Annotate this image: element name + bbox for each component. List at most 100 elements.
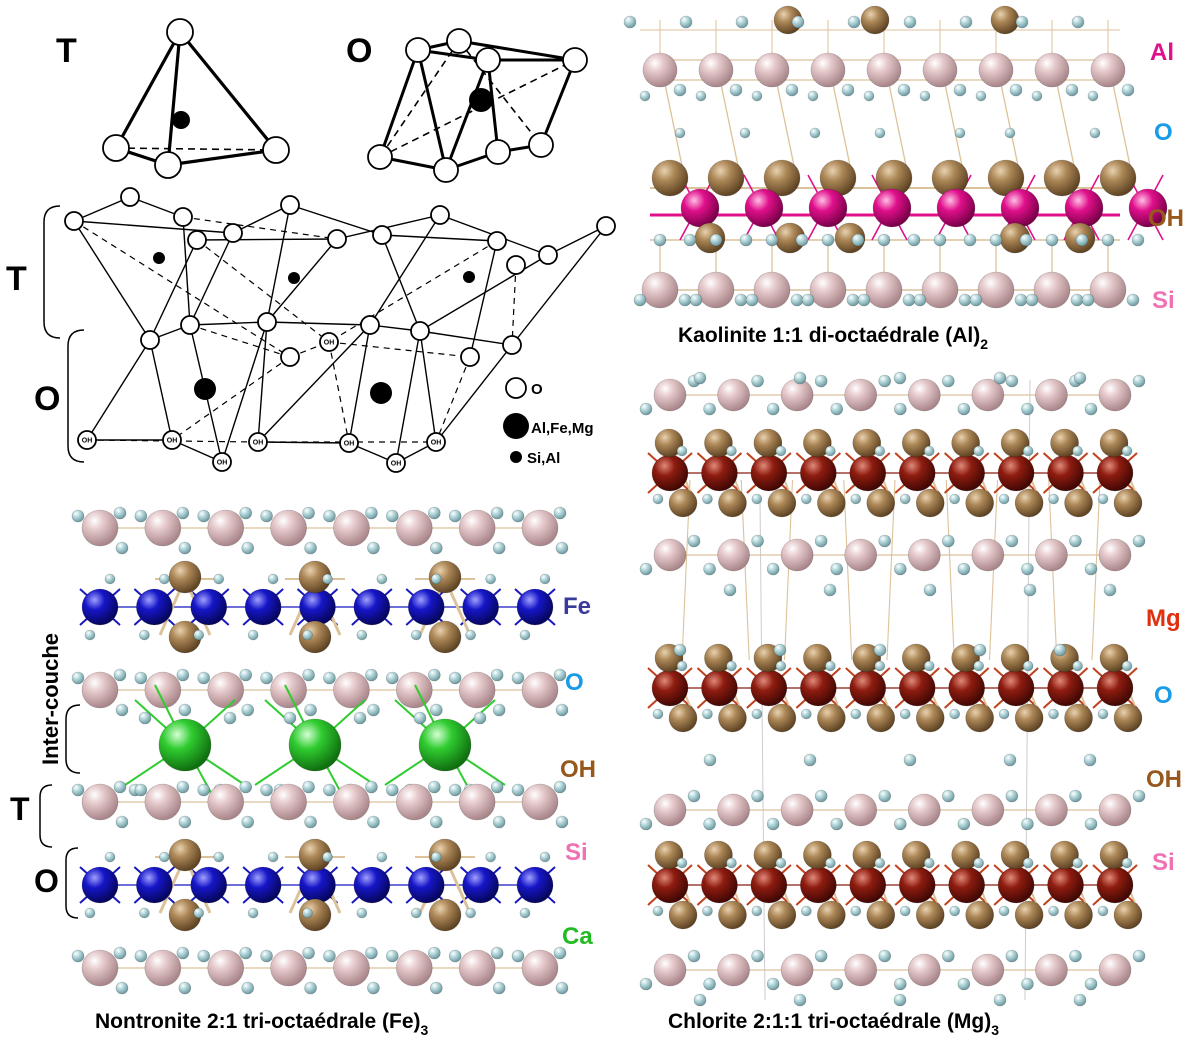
o-atom [949, 708, 960, 720]
o-atom [511, 671, 525, 685]
cation-node [172, 111, 190, 129]
si-atom [333, 949, 370, 987]
o-atom [1005, 374, 1019, 388]
oh-atom [1099, 840, 1129, 870]
o-atom [1126, 293, 1140, 307]
legend-tetrahedral-cation-label: Si,Al [527, 450, 560, 467]
o-atom [1132, 789, 1146, 803]
o-atom [676, 445, 688, 457]
o-atom [941, 789, 955, 803]
o-atom [1097, 905, 1109, 917]
o-atom [176, 946, 190, 960]
o-atom [923, 583, 937, 597]
o-atom [115, 703, 129, 717]
o-atom [993, 993, 1007, 1007]
oh-atom [168, 838, 202, 872]
nontronite-label-fe: Fe [563, 593, 591, 620]
o-atom [1072, 660, 1083, 672]
legend-octahedral-cation-label: Al,Fe,Mg [531, 420, 594, 437]
o-atom [427, 506, 441, 520]
o-atom [1048, 493, 1059, 505]
o-atom [1084, 562, 1098, 576]
oxygen-node [319, 332, 339, 352]
sheet-edge [149, 339, 173, 441]
o-atom [113, 668, 127, 682]
sheet-o-brace [67, 329, 85, 463]
si-atom [977, 271, 1015, 309]
o-atom [367, 703, 380, 717]
o-atom [1022, 660, 1034, 672]
o-atom [413, 711, 427, 725]
o-atom [519, 907, 531, 919]
o-atom [239, 946, 253, 960]
oxygen-node [485, 139, 511, 165]
si-atom [1034, 52, 1070, 88]
o-atom [676, 660, 688, 672]
o-atom [687, 949, 701, 963]
o-atom [766, 977, 780, 991]
oh-atom [1014, 488, 1044, 518]
o-atom [726, 660, 737, 672]
o-atom [989, 233, 1003, 247]
o-atom [807, 90, 819, 102]
oh-atom [866, 703, 896, 733]
o-atom [846, 293, 860, 307]
o-atom [1005, 534, 1019, 548]
o-atom [652, 905, 664, 917]
nontronite-label-ca: Ca [562, 923, 593, 950]
oh-atom [866, 488, 896, 518]
oxygen-node [162, 430, 182, 450]
oh-atom [763, 159, 801, 197]
o-atom [775, 445, 787, 457]
o-atom [689, 293, 703, 307]
o-atom [850, 708, 862, 720]
oh-mark: OH [344, 441, 355, 448]
sheet-edge [266, 238, 338, 323]
o-atom [485, 573, 496, 585]
oh-atom [866, 900, 896, 930]
fe-atom [136, 866, 173, 904]
nontronite-label-oh: OH [560, 756, 596, 783]
o-atom [304, 815, 317, 829]
chlorite-label-oh: OH [1146, 766, 1182, 793]
oh-atom [651, 159, 689, 197]
oh-atom [1113, 488, 1143, 518]
o-atom [1014, 293, 1028, 307]
o-atom [410, 629, 422, 641]
oxygen-node [262, 136, 290, 164]
o-atom [465, 907, 476, 919]
oxygen-node [154, 151, 182, 179]
o-atom [863, 90, 875, 102]
o-atom [304, 703, 317, 717]
oh-atom [951, 428, 980, 458]
fe-atom [81, 866, 119, 904]
octahedron-hidden-edge [458, 40, 542, 146]
o-atom [473, 711, 487, 725]
o-atom [633, 293, 647, 307]
o-atom [490, 506, 504, 520]
o-atom [239, 668, 253, 682]
o-atom [1069, 949, 1082, 963]
nontronite-label-si: Si [565, 839, 588, 866]
cation-node [153, 252, 165, 264]
o-atom [1097, 708, 1109, 720]
oh-atom [901, 428, 931, 458]
oh-atom [654, 428, 684, 458]
o-atom [1132, 949, 1146, 963]
o-atom [492, 815, 506, 829]
o-atom [410, 907, 422, 919]
oh-atom [753, 428, 783, 458]
oh-atom [901, 840, 931, 870]
si-atom [207, 671, 245, 709]
o-atom [653, 233, 667, 247]
o-atom [913, 293, 927, 307]
o-atom [1132, 374, 1146, 388]
si-atom [144, 671, 182, 709]
oh-mark: OH [217, 460, 228, 467]
nontronite-t-brace [39, 784, 53, 848]
oh-atom [817, 703, 846, 733]
sheet-edge [182, 216, 191, 326]
mg-atom [849, 669, 887, 707]
mg-atom [750, 866, 788, 904]
o-atom [959, 15, 973, 29]
